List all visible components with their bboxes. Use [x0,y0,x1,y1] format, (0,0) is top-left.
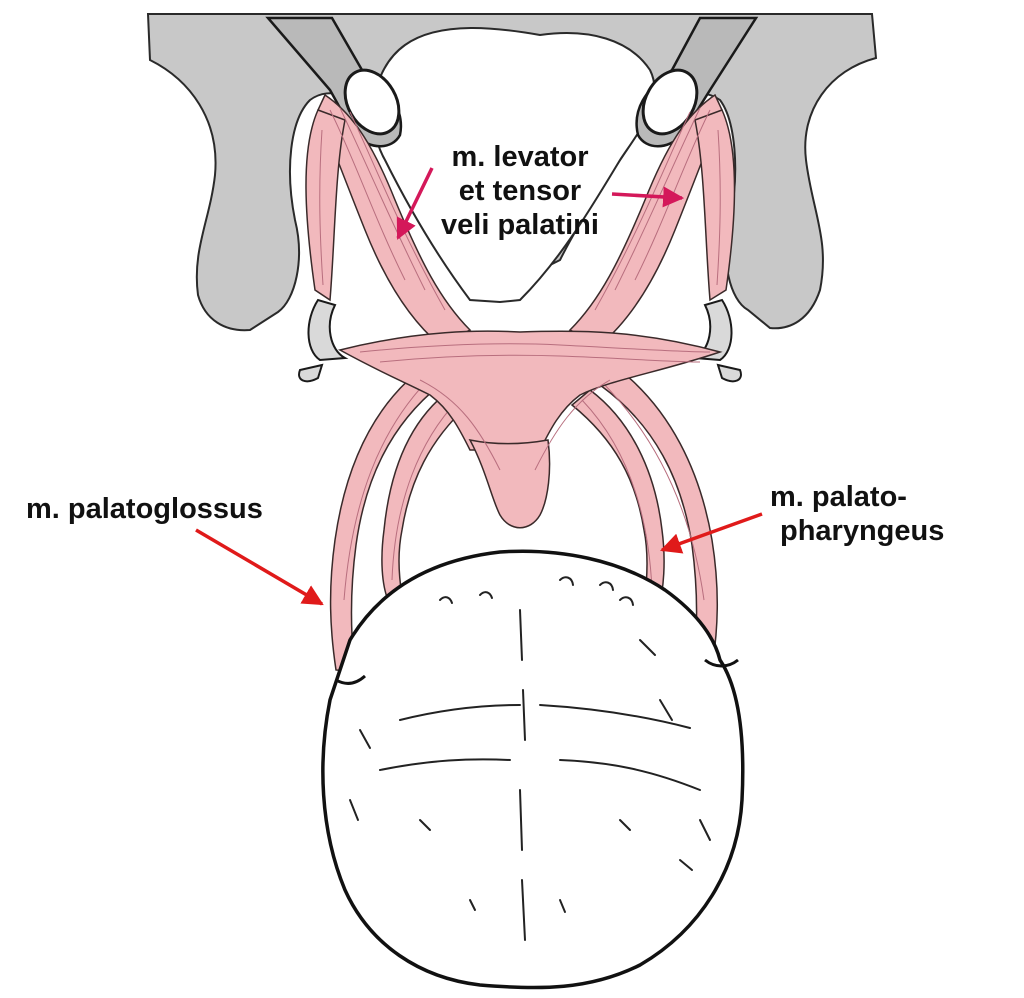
arrow-icon [396,167,434,240]
arrow-icon [660,512,763,554]
label-arrows [195,167,763,606]
label-palatopharyngeus-line2: pharyngeus [780,515,945,547]
label-levator-line2: et tensor [458,175,582,207]
label-palatoglossus: m. palatoglossus [26,493,263,525]
arrow-icon [611,186,685,208]
nasal-opening [372,27,656,304]
label-levator-line3: veli palatini [441,209,599,241]
tongue [321,549,745,990]
label-levator-line1: m. levator [451,141,589,173]
tongue-body [321,549,745,990]
right-hook [691,298,742,383]
right-process-ring [641,68,699,136]
right-tensor [694,109,736,302]
left-tensor [305,109,346,302]
label-palatopharyngeus-line1: m. palato- [770,481,907,513]
label-levator-tensor: m. levator et tensor veli palatini [404,140,636,242]
palatal-band [337,330,723,451]
uvula [468,438,551,529]
arrow-icon [195,528,324,606]
label-palatopharyngeus: m. palato- pharyngeus [770,480,944,548]
soft-palate [337,330,723,529]
tongue-sides [335,658,739,685]
levator-tensor-muscles [305,93,736,346]
left-hook [298,298,349,383]
